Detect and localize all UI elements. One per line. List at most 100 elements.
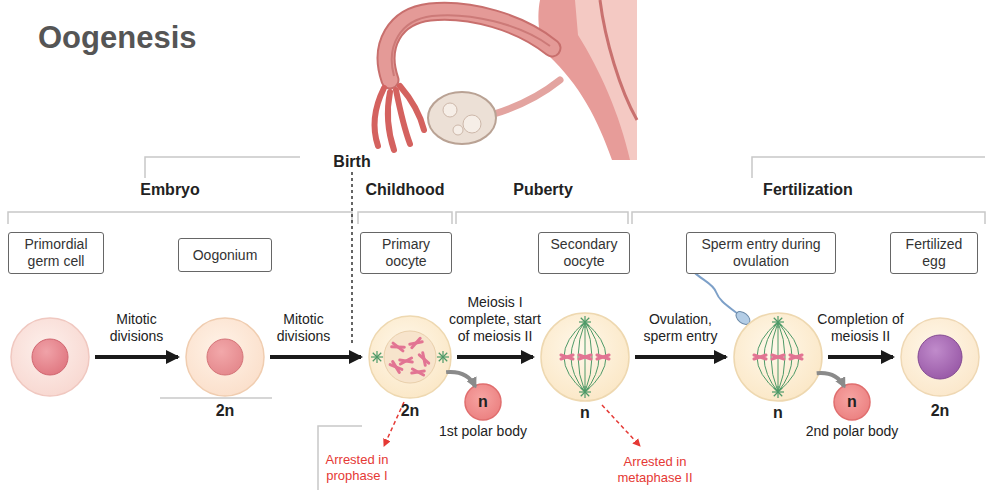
chromatid (579, 355, 591, 359)
chromatid (412, 369, 425, 375)
fimbria (388, 92, 394, 150)
cell-membrane (834, 384, 870, 420)
aster-ray (585, 322, 589, 326)
period-frame (752, 157, 985, 178)
diagram-title: Oogenesis (38, 20, 197, 56)
chromatid (772, 355, 784, 359)
cell-shape (368, 315, 452, 399)
aster-ray (581, 392, 585, 396)
sperm-tail (690, 268, 738, 314)
cell-membrane (369, 316, 451, 398)
chromatid (410, 338, 422, 347)
chromatid (790, 355, 802, 359)
aster-ray (585, 318, 589, 322)
chromatid (597, 355, 609, 359)
arrow-label: Ovulation, sperm entry (635, 311, 727, 345)
chromatid (412, 369, 425, 375)
chromatid (392, 343, 405, 351)
ploidy-label: n (555, 404, 615, 422)
fimbria (400, 86, 424, 130)
period-bracket (358, 212, 452, 224)
arrow-label: Mitotic divisions (264, 311, 344, 345)
cell-shape (10, 317, 90, 397)
chromosome (419, 353, 428, 365)
birth-marker: Birth (312, 153, 392, 171)
polar-body: n1st polar body (464, 383, 502, 421)
chromatid (754, 355, 766, 359)
ovarian-follicle (443, 103, 457, 117)
chromatid (392, 343, 405, 351)
cell-node: Secondary oocyten (540, 312, 630, 402)
chromosome (561, 355, 573, 359)
chromatid (400, 358, 413, 364)
aster-ray (439, 357, 443, 361)
polar-body-label: 2nd polar body (792, 423, 912, 439)
ploidy-label: n (464, 383, 502, 421)
stage-label-box: Secondary oocyte (538, 232, 630, 274)
chromatid (597, 355, 609, 359)
aster-ray (774, 392, 778, 396)
chromatid (390, 362, 402, 373)
chromatid (419, 353, 428, 365)
period-heading: Fertilization (738, 181, 878, 199)
chromosome (410, 338, 422, 347)
aster-ray (443, 353, 447, 357)
fallopian-tube-lumen (392, 15, 550, 76)
fallopian-tube-outline (386, 11, 552, 80)
cell-membrane (541, 313, 629, 401)
stage-label-box: Oogonium (178, 238, 272, 272)
aster-ray (585, 388, 589, 392)
stage-label-box: Primordial germ cell (8, 232, 104, 274)
nucleus (32, 339, 68, 375)
aster-ray (778, 322, 782, 326)
arrow-label: Meiosis I complete, start of meiosis II (445, 294, 545, 345)
ovarian-follicle (453, 125, 463, 135)
aster-ray (774, 322, 778, 326)
process-arrow (457, 355, 533, 359)
ploidy-label: 2n (380, 402, 440, 420)
ovarian-ligament (494, 80, 560, 114)
period-heading: Embryo (110, 181, 230, 199)
arrest-pointer (602, 405, 640, 446)
cell-membrane (901, 318, 979, 396)
ovarian-follicle (463, 115, 481, 133)
aster-ray (373, 357, 377, 361)
polar-body-label: 1st polar body (423, 423, 543, 439)
cell-shape (900, 317, 980, 397)
cell-membrane (186, 318, 264, 396)
stage-label-box: Sperm entry during ovulation (686, 232, 836, 274)
chromosome (597, 355, 609, 359)
uterus-cavity (600, 0, 637, 120)
chromatid (390, 362, 402, 373)
process-arrow (270, 355, 361, 359)
chromatid (754, 355, 766, 359)
ploidy-label: 2n (910, 402, 970, 420)
chromosome (400, 358, 413, 364)
aster-ray (377, 353, 381, 357)
nucleus (207, 339, 243, 375)
aster-ray (778, 388, 782, 392)
period-bracket (8, 212, 352, 224)
uterus-lining (575, 0, 637, 160)
polar-body-arrow (817, 373, 845, 387)
aster-ray (373, 353, 377, 357)
chromosome (754, 355, 766, 359)
chromosome (392, 343, 405, 351)
birth-line (351, 172, 353, 345)
chromatid (772, 355, 784, 359)
cell-node: Oogonium2n (185, 317, 265, 397)
period-heading: Childhood (350, 181, 460, 199)
aster-ray (778, 318, 782, 322)
ploidy-label: n (833, 383, 871, 421)
fimbria (375, 88, 384, 146)
chromatid (400, 358, 413, 364)
cell-node: Fertilized egg2n (900, 317, 980, 397)
ovary (428, 92, 496, 144)
cell-node: Primary oocyte2n (368, 315, 452, 399)
period-bracket (456, 212, 628, 224)
chromatid (561, 355, 573, 359)
cell-shape (185, 317, 265, 397)
aster-ray (774, 318, 778, 322)
process-arrow (828, 355, 893, 359)
aster-ray (581, 322, 585, 326)
